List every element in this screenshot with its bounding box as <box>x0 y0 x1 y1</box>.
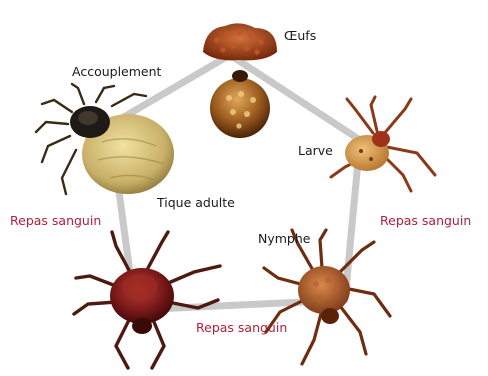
blood-meal-label-bottom: Repas sanguin <box>196 322 287 335</box>
blood-meal-label-right: Repas sanguin <box>380 215 471 228</box>
stage-label-larva: Larve <box>298 145 333 158</box>
tick-nymph-icon <box>262 228 392 368</box>
stage-label-adult: Tique adulte <box>157 197 235 210</box>
tick-eggs-icon <box>195 18 285 140</box>
stage-label-eggs: Œufs <box>284 30 316 43</box>
stage-label-mating: Accouplement <box>72 66 161 79</box>
tick-adult-icon <box>72 230 222 370</box>
tick-mating-pair-icon <box>32 82 182 202</box>
stage-label-nymph: Nymphe <box>258 233 310 246</box>
tick-larva-icon <box>325 95 440 195</box>
blood-meal-label-left: Repas sanguin <box>10 215 101 228</box>
